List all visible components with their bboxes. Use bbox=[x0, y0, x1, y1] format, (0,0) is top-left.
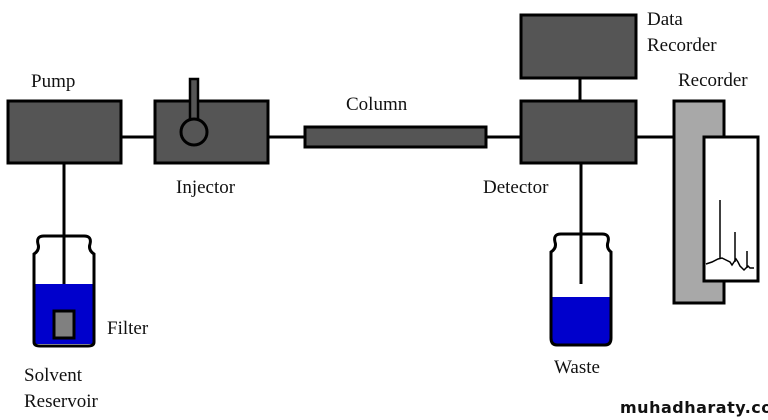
filter-label: Filter bbox=[107, 318, 149, 339]
injector-valve-icon bbox=[179, 117, 209, 147]
pump-label: Pump bbox=[31, 71, 75, 92]
column-label: Column bbox=[346, 94, 408, 115]
solvent-reservoir-label-line2: Reservoir bbox=[24, 391, 99, 412]
data-recorder-label-line1: Data bbox=[647, 9, 683, 30]
data-recorder-label-line2: Recorder bbox=[647, 35, 717, 56]
waste-label: Waste bbox=[554, 357, 600, 378]
injector-unit bbox=[153, 99, 270, 165]
injector-handle bbox=[188, 77, 200, 125]
waste-bottle bbox=[549, 232, 613, 347]
filter-icon bbox=[52, 309, 76, 340]
data-recorder-unit bbox=[519, 13, 638, 80]
waste-liquid bbox=[552, 297, 610, 344]
recorder-chart-paper bbox=[702, 135, 760, 283]
solvent-reservoir-label-line1: Solvent bbox=[24, 365, 83, 386]
injector-label: Injector bbox=[176, 177, 236, 198]
column-tube bbox=[303, 125, 488, 149]
detector-label: Detector bbox=[483, 177, 549, 198]
detector-unit bbox=[519, 99, 638, 165]
pump-unit bbox=[6, 99, 123, 165]
watermark: muhadharaty.com bbox=[620, 398, 768, 417]
recorder-label: Recorder bbox=[678, 70, 748, 91]
